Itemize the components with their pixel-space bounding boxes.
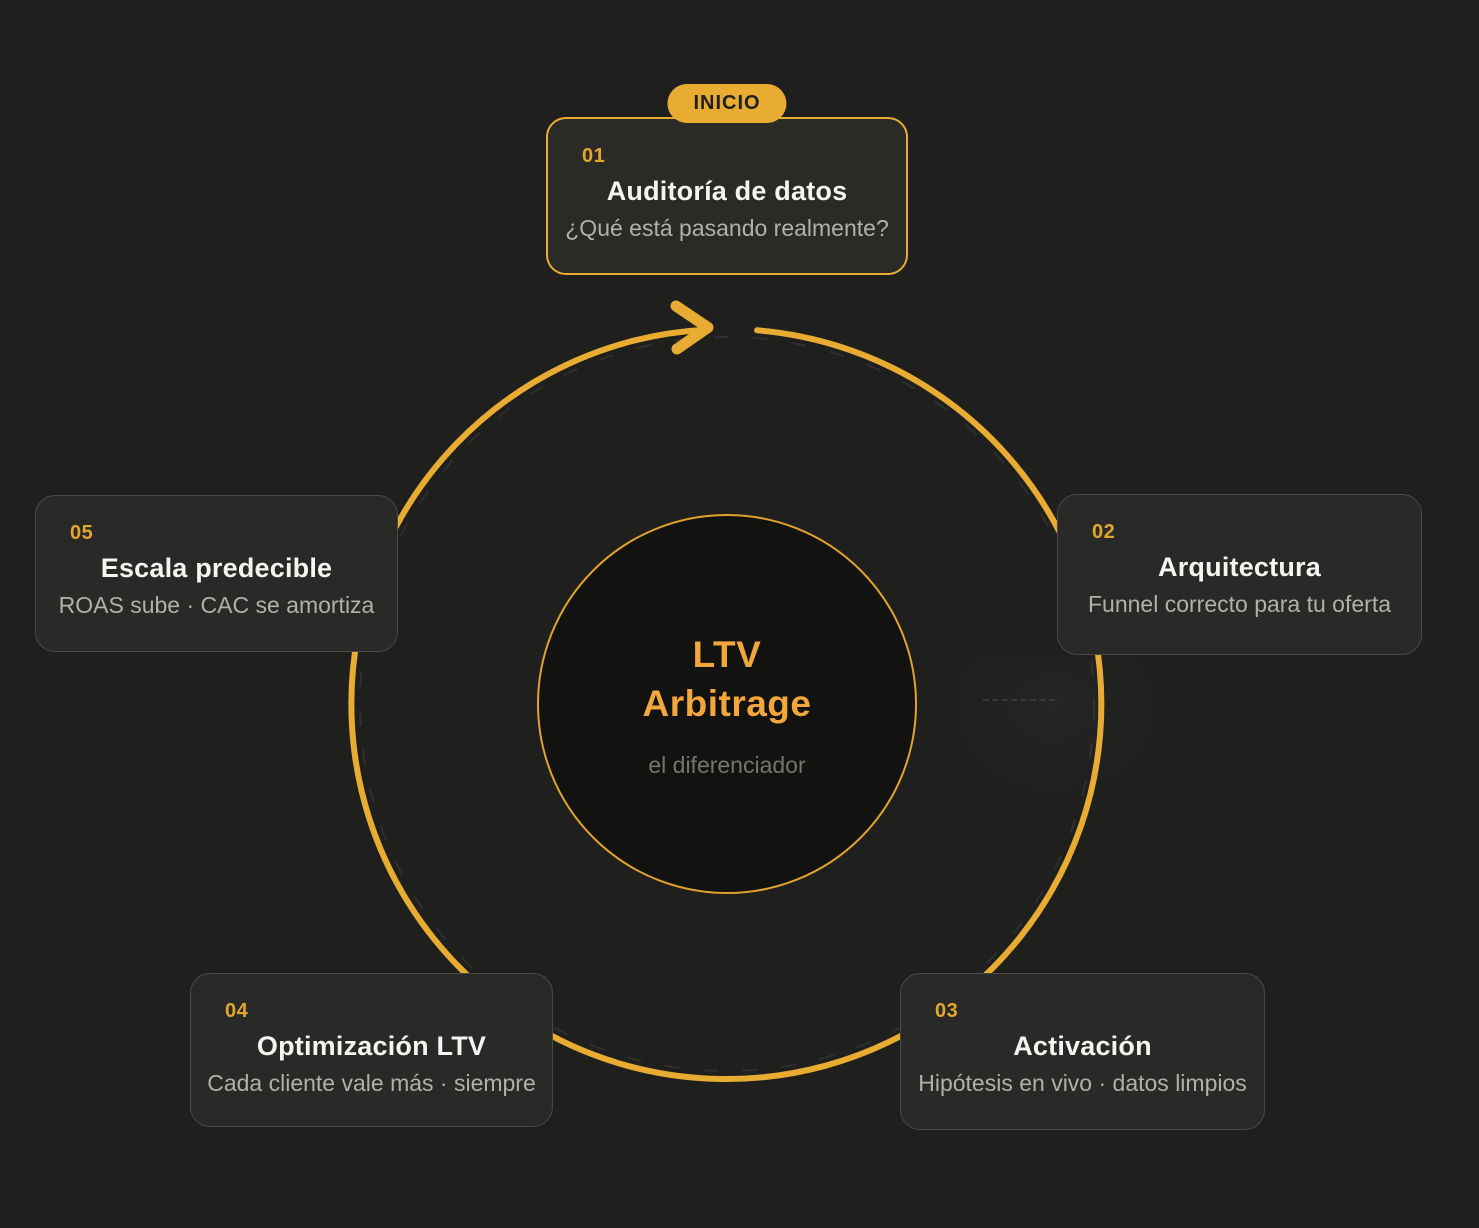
center-title-line2: Arbitrage xyxy=(642,682,812,724)
step-title: Escala predecible xyxy=(100,553,333,583)
step-card-body: Optimización LTV Cada cliente vale más ·… xyxy=(205,1031,538,1097)
arrow-icon xyxy=(670,300,714,355)
step-card-body: Escala predecible ROAS sube · CAC se amo… xyxy=(50,553,383,619)
step-title: Auditoría de datos xyxy=(606,176,848,206)
inicio-badge: INICIO xyxy=(667,84,787,123)
step-card-body: Activación Hipótesis en vivo · datos lim… xyxy=(915,1031,1250,1097)
step-card-5: 05 Escala predecible ROAS sube · CAC se … xyxy=(35,495,398,652)
step-number: 05 xyxy=(70,522,94,544)
ring-arc xyxy=(348,326,1105,1083)
step-card-2: 02 Arquitectura Funnel correcto para tu … xyxy=(1057,494,1422,655)
step-number: 04 xyxy=(225,1000,249,1022)
center-subtitle: el diferenciador xyxy=(648,751,806,778)
step-number: 02 xyxy=(1092,521,1116,543)
center-title: LTV Arbitrage xyxy=(643,630,812,728)
step-number: 01 xyxy=(582,145,606,167)
step-title: Optimización LTV xyxy=(256,1031,487,1061)
center-title-line1: LTV xyxy=(692,633,762,675)
step-card-body: Arquitectura Funnel correcto para tu ofe… xyxy=(1072,552,1407,618)
step-title: Arquitectura xyxy=(1158,552,1321,582)
step-number: 03 xyxy=(935,1000,959,1022)
dashed-guide-circle xyxy=(359,336,1095,1072)
step-card-body: Auditoría de datos ¿Qué está pasando rea… xyxy=(562,176,892,242)
center-circle: LTV Arbitrage el diferenciador xyxy=(537,514,917,894)
step-subtitle: Cada cliente vale más · siempre xyxy=(207,1070,536,1096)
step-subtitle: Funnel correcto para tu oferta xyxy=(1088,591,1391,617)
step-title: Activación xyxy=(1013,1031,1152,1061)
step-card-3: 03 Activación Hipótesis en vivo · datos … xyxy=(900,973,1265,1130)
step-card-1: 01 Auditoría de datos ¿Qué está pasando … xyxy=(546,117,908,275)
step-card-4: 04 Optimización LTV Cada cliente vale má… xyxy=(190,973,553,1127)
step-subtitle: Hipótesis en vivo · datos limpios xyxy=(918,1070,1247,1096)
step-subtitle: ROAS sube · CAC se amortiza xyxy=(58,592,375,618)
step-subtitle: ¿Qué está pasando realmente? xyxy=(565,215,889,241)
